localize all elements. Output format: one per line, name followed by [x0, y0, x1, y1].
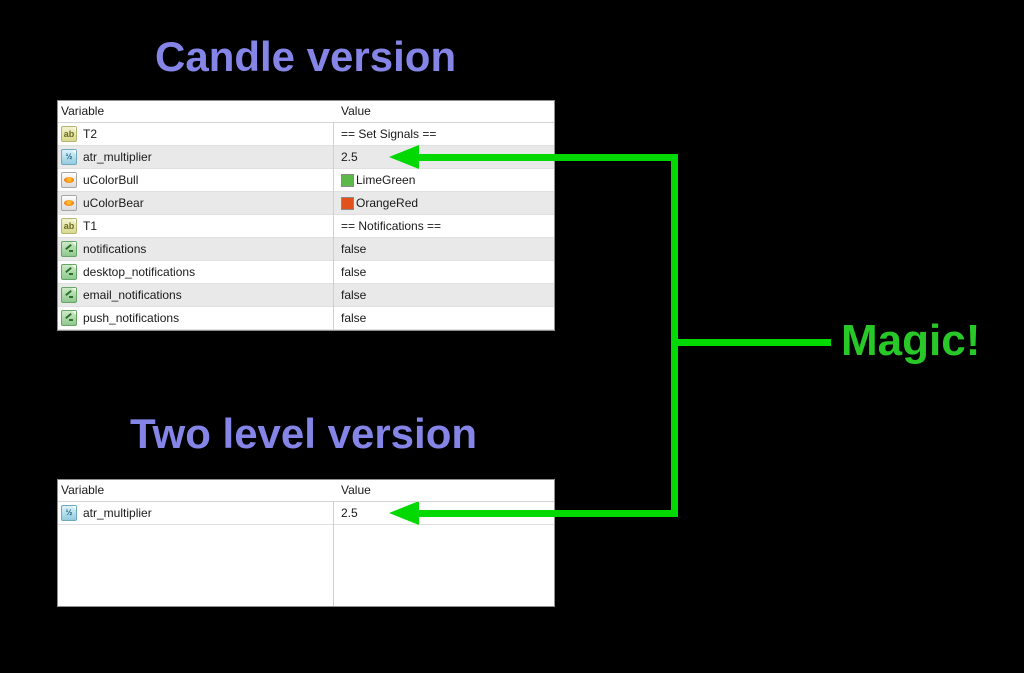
- variable-name: uColorBull: [83, 173, 139, 187]
- annotation-line-branch: [671, 339, 831, 346]
- variable-name: uColorBear: [83, 196, 144, 210]
- annotation-line-vertical: [671, 154, 678, 516]
- color-type-icon: [61, 172, 77, 188]
- value-text: false: [341, 311, 367, 325]
- value-cell[interactable]: false: [334, 284, 554, 306]
- column-header-variable: Variable: [61, 483, 105, 497]
- table-row[interactable]: email_notifications false: [58, 284, 554, 307]
- arrow-left-icon: [389, 501, 419, 525]
- value-cell[interactable]: OrangeRed: [334, 192, 554, 214]
- value-text: OrangeRed: [356, 196, 419, 210]
- value-cell[interactable]: false: [334, 238, 554, 260]
- variable-name: push_notifications: [83, 311, 180, 325]
- bool-type-icon: [61, 287, 77, 303]
- value-text: LimeGreen: [356, 173, 416, 187]
- value-cell[interactable]: == Set Signals ==: [334, 123, 554, 145]
- variable-name: atr_multiplier: [83, 150, 152, 164]
- table-row[interactable]: ½ atr_multiplier 2.5: [58, 146, 554, 169]
- string-type-icon: ab: [61, 218, 77, 234]
- value-text: false: [341, 288, 367, 302]
- color-type-icon: [61, 195, 77, 211]
- variable-cell: email_notifications: [58, 284, 334, 306]
- value-text: 2.5: [341, 506, 358, 520]
- variable-cell: uColorBear: [58, 192, 334, 214]
- table-header-row: Variable Value: [58, 480, 554, 502]
- number-type-icon: ½: [61, 149, 77, 165]
- table-row[interactable]: push_notifications false: [58, 307, 554, 330]
- candle-inputs-table: Variable Value ab T2 == Set Signals == ½ atr_m…: [57, 100, 555, 331]
- variable-name: T2: [83, 127, 98, 141]
- color-swatch-icon: [341, 196, 354, 210]
- table-header-row: Variable Value: [58, 101, 554, 123]
- number-type-icon: ½: [61, 505, 77, 521]
- column-header-variable: Variable: [61, 104, 105, 118]
- column-header-value: Value: [341, 104, 371, 118]
- column-divider: [333, 480, 334, 606]
- table-row[interactable]: uColorBear OrangeRed: [58, 192, 554, 215]
- variable-name: notifications: [83, 242, 147, 256]
- value-cell[interactable]: false: [334, 261, 554, 283]
- variable-cell: desktop_notifications: [58, 261, 334, 283]
- color-swatch-icon: [341, 173, 354, 187]
- column-divider: [333, 101, 334, 330]
- variable-cell: ½ atr_multiplier: [58, 146, 334, 168]
- variable-cell: ab T1: [58, 215, 334, 237]
- bool-type-icon: [61, 264, 77, 280]
- table-row[interactable]: ab T1 == Notifications ==: [58, 215, 554, 238]
- table-row[interactable]: uColorBull LimeGreen: [58, 169, 554, 192]
- value-cell[interactable]: LimeGreen: [334, 169, 554, 191]
- variable-name: T1: [83, 219, 98, 233]
- value-text: false: [341, 242, 367, 256]
- variable-cell: ab T2: [58, 123, 334, 145]
- two-level-inputs-table: Variable Value ½ atr_multiplier 2.5: [57, 479, 555, 607]
- value-text: == Notifications ==: [341, 219, 442, 233]
- value-text: 2.5: [341, 150, 358, 164]
- bool-type-icon: [61, 241, 77, 257]
- bool-type-icon: [61, 310, 77, 326]
- two-level-version-title: Two level version: [130, 410, 478, 457]
- column-header-value: Value: [341, 483, 371, 497]
- variable-cell: uColorBull: [58, 169, 334, 191]
- value-text: == Set Signals ==: [341, 127, 437, 141]
- variable-cell: push_notifications: [58, 307, 334, 329]
- string-type-icon: ab: [61, 126, 77, 142]
- magic-label: Magic!: [841, 316, 981, 365]
- value-cell[interactable]: == Notifications ==: [334, 215, 554, 237]
- variable-cell: notifications: [58, 238, 334, 260]
- value-cell[interactable]: 2.5: [334, 502, 554, 524]
- variable-cell: ½ atr_multiplier: [58, 502, 334, 524]
- variable-name: desktop_notifications: [83, 265, 196, 279]
- annotation-line-top: [414, 154, 678, 161]
- annotation-line-bottom: [414, 510, 678, 517]
- table-row[interactable]: ½ atr_multiplier 2.5: [58, 502, 554, 525]
- table-row[interactable]: notifications false: [58, 238, 554, 261]
- value-text: false: [341, 265, 367, 279]
- table-row[interactable]: ab T2 == Set Signals ==: [58, 123, 554, 146]
- value-cell[interactable]: false: [334, 307, 554, 329]
- candle-version-title: Candle version: [155, 33, 457, 80]
- value-cell[interactable]: 2.5: [334, 146, 554, 168]
- variable-name: email_notifications: [83, 288, 182, 302]
- table-row[interactable]: desktop_notifications false: [58, 261, 554, 284]
- variable-name: atr_multiplier: [83, 506, 152, 520]
